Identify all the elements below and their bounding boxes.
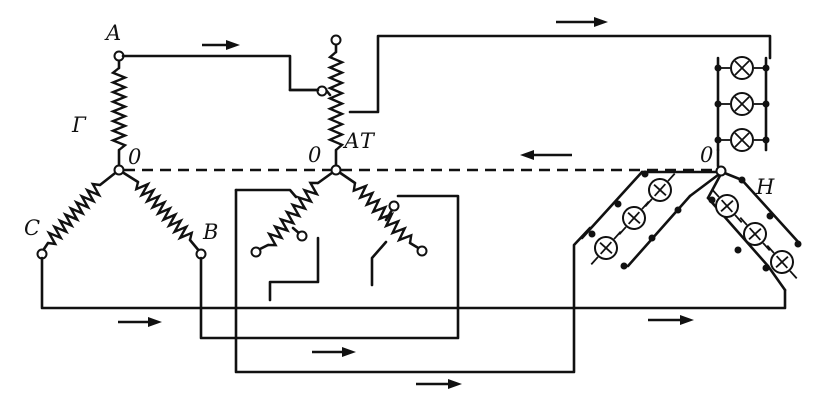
generator-name-label: Г (71, 113, 87, 137)
junction-dot (674, 206, 682, 214)
load-rail-b-outer (740, 178, 802, 246)
arrow-right-icon (312, 347, 356, 357)
lamp-icon (590, 231, 622, 265)
autotransformer-name-label: АТ (342, 129, 376, 153)
junction-dot (614, 200, 622, 208)
autotransformer-neutral-label: 0 (308, 143, 321, 167)
connecting-wires (40, 34, 787, 374)
arrow-right-icon (556, 17, 608, 27)
junction-dot (714, 100, 722, 108)
load-name-label: Н (755, 175, 775, 199)
junction-dot (766, 212, 774, 220)
junction-dot (794, 240, 802, 248)
autotransformer-terminal-b (416, 245, 428, 257)
wire-at-to-load-a (348, 34, 772, 114)
autotransformer-tap-terminal-a (316, 85, 328, 97)
lamp-icon (718, 128, 766, 152)
junction-dot (762, 64, 770, 72)
lamp-icon (711, 189, 743, 223)
lamp-icon (644, 173, 676, 207)
generator-phase-b-label: B (202, 220, 218, 244)
junction-dot (708, 196, 716, 204)
generator-phase-a-label: A (104, 21, 121, 45)
autotransformer-neutral-terminal (330, 164, 342, 176)
arrow-right-icon (118, 317, 162, 327)
current-arrows (118, 17, 694, 389)
autotransformer-tap-b (384, 208, 394, 222)
generator-coil-a (109, 67, 129, 151)
wire-at-c-top (234, 188, 298, 199)
wire-at-c-to-load (234, 188, 592, 374)
junction-dot (588, 230, 596, 238)
load-b-to-wire (766, 264, 787, 292)
load: 0 Н (580, 56, 802, 292)
autotransformer-terminal-c (250, 246, 262, 258)
junction-dot (620, 262, 628, 270)
load-neutral-label: 0 (700, 143, 713, 167)
wire-phase-a-to-at (121, 54, 320, 92)
lamp-icon (618, 201, 650, 235)
lamp-icon (718, 56, 766, 80)
autotransformer-tap-terminal-c (296, 230, 308, 242)
lamp-icon (766, 245, 798, 279)
generator-phase-c-label: C (24, 216, 40, 240)
autotransformer-tap-terminal-b (388, 200, 400, 212)
junction-dot (762, 264, 770, 272)
junction-dot (738, 176, 746, 184)
autotransformer-coil-a (326, 51, 346, 151)
autotransformer-terminal-top (330, 34, 342, 46)
junction-dot (641, 170, 649, 178)
junction-dot (762, 136, 770, 144)
junction-dot (734, 246, 742, 254)
load-rail-c-outer (580, 170, 644, 240)
generator-neutral-terminal (113, 164, 125, 176)
autotransformer-coil-c (266, 181, 320, 247)
lamp-icon (739, 217, 771, 251)
junction-dot (762, 100, 770, 108)
junction-dot (714, 136, 722, 144)
wire-at-c-leg (268, 236, 320, 302)
generator-coil-c (46, 182, 102, 246)
wire-at-b-leg (370, 240, 388, 287)
arrow-right-icon (416, 379, 462, 389)
generator-coil-b (134, 181, 194, 241)
load-lead-c (688, 170, 724, 198)
load-neutral-terminal (715, 165, 727, 177)
wire-phase-b-to-at (199, 194, 460, 340)
arrow-right-icon (648, 315, 694, 325)
generator-neutral-label: 0 (128, 145, 141, 169)
autotransformer: 0 АТ (250, 34, 428, 258)
junction-dot (648, 234, 656, 242)
wire-phase-c (40, 256, 787, 310)
lamp-icon (718, 92, 766, 116)
junction-dot (714, 64, 722, 72)
arrow-left-icon (520, 150, 572, 160)
arrow-right-icon (202, 40, 240, 50)
autotransformer-coil-b (352, 182, 413, 244)
